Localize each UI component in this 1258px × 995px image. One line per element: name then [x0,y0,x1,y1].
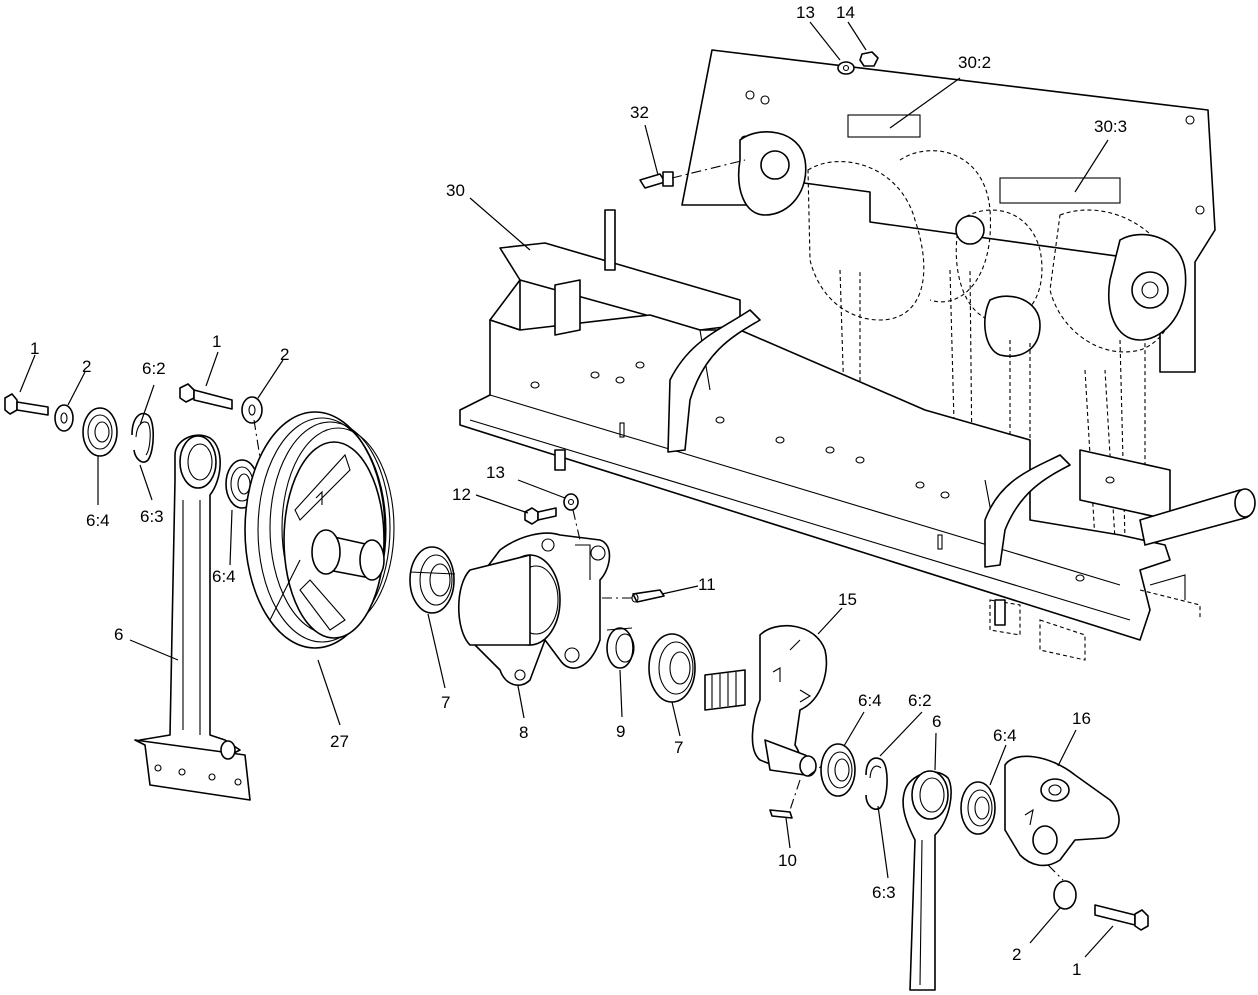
pin-10 [769,809,793,819]
spacer-9 [606,627,635,669]
callout-13-housing: 13 [486,463,505,482]
callout-6-3-right: 6:3 [872,883,896,902]
callout-14: 14 [836,3,855,22]
hardware-housing [524,493,665,603]
callout-8: 8 [519,723,528,742]
callout-30-3: 30:3 [1094,117,1127,136]
callout-11: 11 [698,575,716,594]
callout-6-right: 6 [932,712,941,731]
callout-6-4-right-a: 6:4 [858,691,882,710]
callout-6-left: 6 [114,625,123,644]
leader-lines [19,21,1114,958]
callout-6-2-left: 6:2 [142,359,166,378]
crank-15 [704,624,831,811]
callout-15: 15 [838,590,857,609]
left-arm-assembly [4,383,263,801]
callout-2-upper: 2 [280,345,289,364]
callout-32: 32 [630,103,649,122]
callouts: 1 2 6:2 1 2 6:4 6:3 6:4 6 27 7 8 9 7 13 … [30,3,1127,979]
right-arm-assembly [820,743,1149,991]
callout-6-4-left: 6:4 [86,511,110,530]
frame-30 [459,49,1256,661]
housing-8 [457,532,611,686]
callout-7-left: 7 [441,693,450,712]
callout-12: 12 [452,485,471,504]
callout-10: 10 [778,851,797,870]
callout-30: 30 [446,181,465,200]
bearing-7-right [648,633,696,703]
callout-1-right: 1 [1072,960,1081,979]
callout-13-top: 13 [796,3,815,22]
callout-1-upper: 1 [212,332,221,351]
callout-9: 9 [616,722,625,741]
callout-7-right: 7 [674,738,683,757]
callout-1-left: 1 [30,339,39,358]
pulley-27 [244,411,395,649]
callout-6-2-right: 6:2 [908,691,932,710]
callout-16: 16 [1072,709,1091,728]
callout-6-4-right-b: 6:4 [993,726,1017,745]
bearing-7-left [409,546,456,614]
callout-27: 27 [330,732,349,751]
callout-6-4-mid: 6:4 [212,567,236,586]
callout-2-right: 2 [1012,945,1021,964]
hardware-top [639,51,879,189]
callout-30-2: 30:2 [958,53,991,72]
callout-2-left: 2 [82,357,91,376]
callout-6-3-left: 6:3 [140,507,164,526]
